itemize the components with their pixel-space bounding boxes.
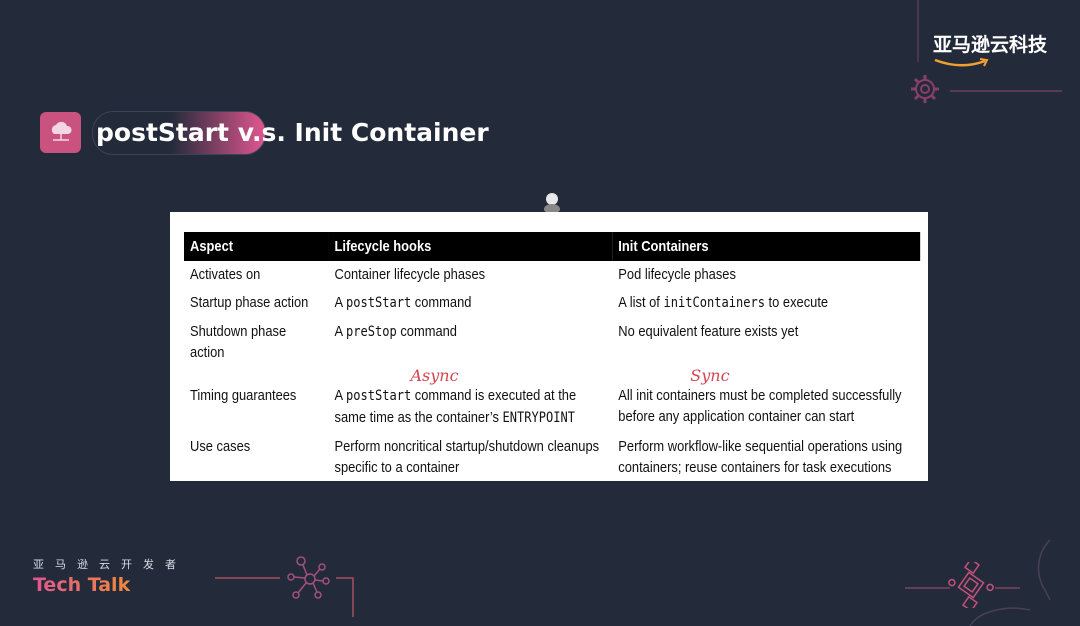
annotation-async: Async bbox=[410, 366, 459, 385]
table-cell: Pod lifecycle phases bbox=[612, 261, 920, 289]
table-cell: Use cases bbox=[184, 433, 328, 481]
footer-subtitle: 亚马逊云开发者 bbox=[33, 558, 187, 571]
gear-circuit-icon bbox=[911, 75, 939, 103]
table-cell: Perform noncritical startup/shutdown cle… bbox=[328, 433, 612, 481]
amazon-cloud-logo: 亚马逊云科技 bbox=[933, 30, 1047, 68]
table-cell: A list of initContainers to execute bbox=[612, 289, 920, 318]
cell-text: A bbox=[334, 294, 346, 311]
cell-text: command bbox=[396, 323, 457, 340]
table-cell: Startup phase action bbox=[184, 289, 328, 318]
cloud-icon bbox=[40, 111, 81, 153]
header-init-containers: Init Containers bbox=[612, 232, 921, 261]
title-highlight bbox=[92, 111, 266, 155]
code-text: initContainers bbox=[663, 295, 765, 311]
table-header-row: Aspect Lifecycle hooks Init Containers bbox=[184, 232, 921, 261]
table-cell: Perform workflow-like sequential operati… bbox=[612, 433, 920, 481]
table-cell: Container lifecycle phases bbox=[328, 261, 612, 289]
circuit-chip-icon bbox=[948, 562, 994, 608]
table-cell: A postStart command is executed at the s… bbox=[328, 367, 612, 433]
cell-text: Shutdown phase action bbox=[190, 323, 287, 361]
amazon-smile-icon bbox=[934, 58, 989, 67]
table-cell: Activates on bbox=[184, 261, 328, 289]
code-text: postStart bbox=[345, 295, 412, 311]
cell-text: Use cases bbox=[190, 438, 251, 455]
code-text: preStop bbox=[345, 324, 397, 340]
cell-text: Startup phase action bbox=[190, 294, 309, 311]
logo-text: 亚马逊云科技 bbox=[932, 34, 1047, 56]
annotation-sync: Sync bbox=[690, 366, 730, 385]
code-text: ENTRYPOINT bbox=[502, 410, 576, 426]
cell-text: Container lifecycle phases bbox=[334, 266, 486, 283]
header-lifecycle-hooks: Lifecycle hooks bbox=[328, 232, 613, 261]
cell-text: A bbox=[334, 387, 346, 404]
table-cell: No equivalent feature exists yet bbox=[612, 318, 920, 367]
tech-talk-logo: Tech Talk bbox=[33, 574, 131, 596]
cell-text: Perform noncritical startup/shutdown cle… bbox=[334, 438, 600, 476]
cell-text: to execute bbox=[764, 294, 829, 311]
cell-text: Activates on bbox=[190, 266, 261, 283]
slide-title: postStart v.s. Init Container bbox=[40, 111, 489, 155]
table-cell: Shutdown phase action bbox=[184, 318, 328, 367]
table-row: Timing guarantees A postStart command is … bbox=[184, 367, 920, 433]
cell-text: Perform workflow-like sequential operati… bbox=[618, 438, 903, 476]
comparison-table-card: Aspect Lifecycle hooks Init Containers A… bbox=[170, 212, 928, 481]
cell-text: command is executed at the same time as … bbox=[334, 387, 577, 426]
code-text: postStart bbox=[345, 388, 412, 404]
network-nodes-icon bbox=[287, 556, 330, 599]
cell-text: All init containers must be completed su… bbox=[618, 387, 902, 425]
cell-text: command bbox=[411, 294, 472, 311]
cell-text: A bbox=[334, 323, 346, 340]
cell-text: Timing guarantees bbox=[190, 387, 297, 404]
table-cell: A preStop command bbox=[328, 318, 612, 367]
table-row: Shutdown phase action A preStop command No… bbox=[184, 318, 920, 367]
header-aspect: Aspect bbox=[184, 232, 329, 261]
comparison-table: Aspect Lifecycle hooks Init Containers A… bbox=[184, 232, 921, 481]
cell-text: Pod lifecycle phases bbox=[618, 266, 736, 283]
cell-text: No equivalent feature exists yet bbox=[618, 323, 799, 340]
table-row: Use cases Perform noncritical startup/shu… bbox=[184, 433, 920, 481]
page-title: postStart v.s. Init Container bbox=[96, 117, 489, 147]
cell-text: A list of bbox=[618, 294, 664, 311]
table-row: Activates on Container lifecycle phases Po… bbox=[184, 261, 920, 289]
table-cell: Timing guarantees bbox=[184, 367, 328, 433]
table-cell: All init containers must be completed su… bbox=[612, 367, 920, 433]
table-cell: A postStart command bbox=[328, 289, 612, 318]
